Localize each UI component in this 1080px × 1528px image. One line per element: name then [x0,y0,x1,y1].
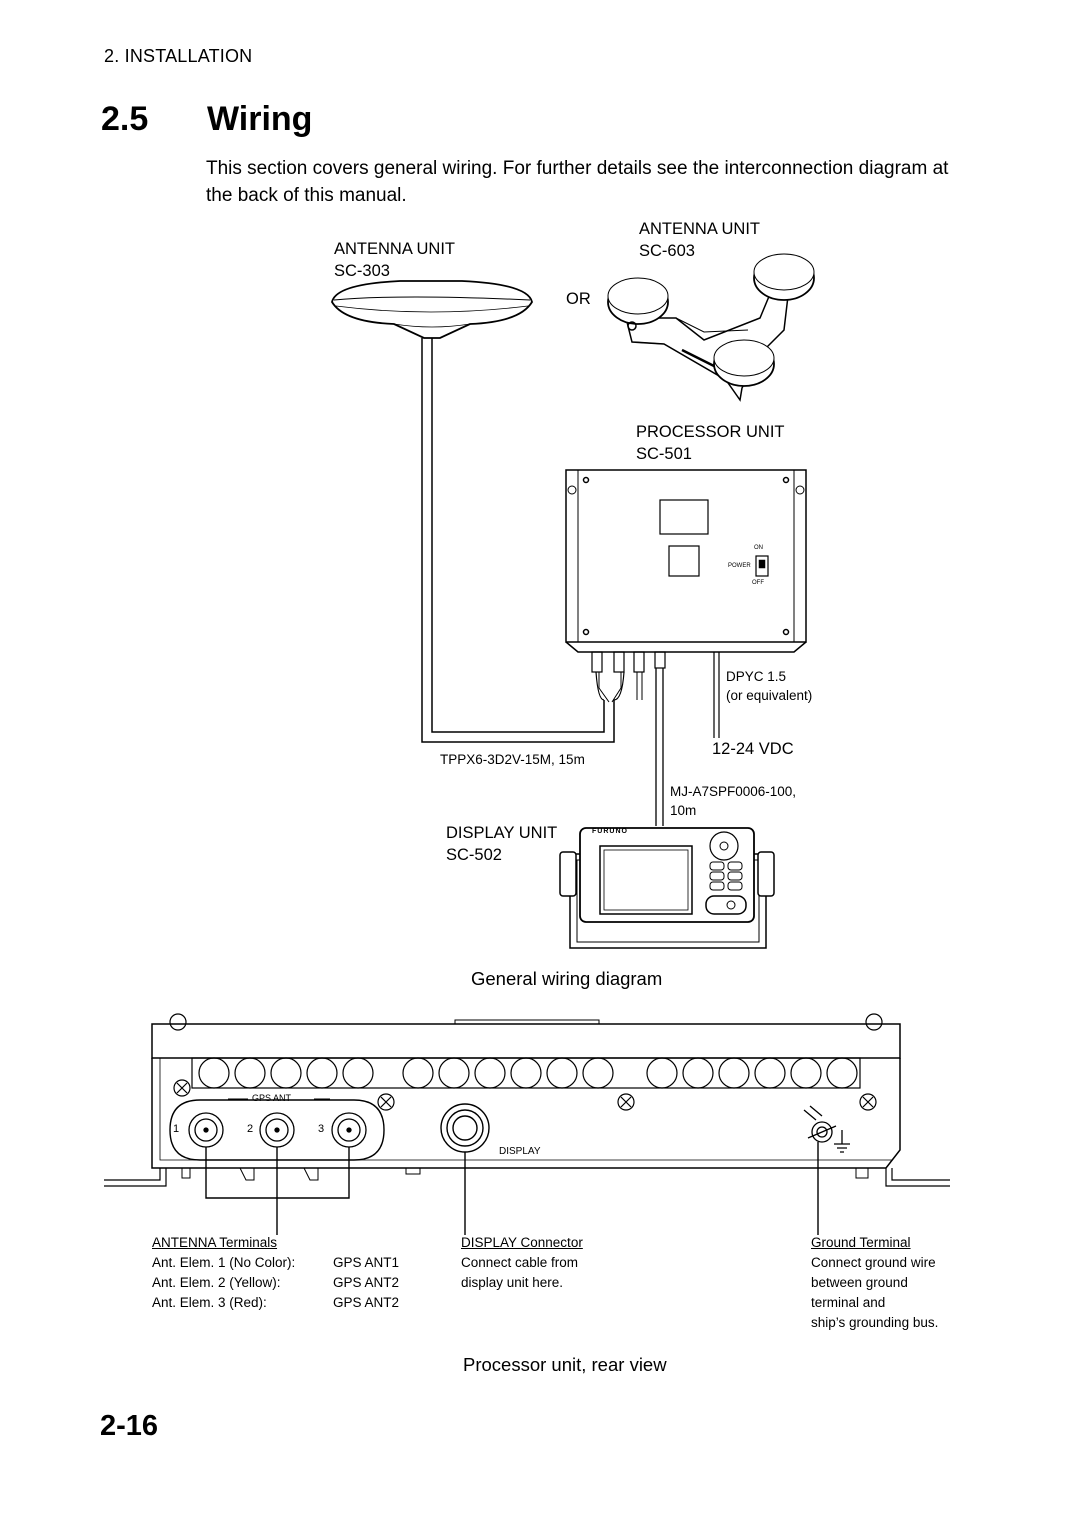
mj-cable-label-line2: 10m [670,803,697,818]
antenna-row-2-element: Ant. Elem. 2 (Yellow): [152,1275,281,1290]
antenna-row-1-port: GPS ANT1 [333,1255,400,1270]
antenna-sc303-illustration [331,280,533,339]
power-off-label: OFF [752,580,764,586]
or-label: OR [566,290,591,308]
section-header: 2. INSTALLATION [104,46,253,66]
wiring-diagram-caption: General wiring diagram [471,968,663,989]
connector-number-2: 2 [247,1123,254,1135]
display-model: SC-502 [446,846,502,864]
heading-title: Wiring [207,100,313,138]
dpyc-label-line2: (or equivalent) [726,688,813,703]
rear-view-caption: Processor unit, rear view [463,1354,667,1375]
section-heading: 2.5 Wiring [101,100,312,139]
ground-terminal-heading: Ground Terminal [811,1235,911,1250]
connector-number-1: 1 [173,1123,180,1135]
antenna-row-3-element: Ant. Elem. 3 (Red): [152,1295,267,1310]
display-name: DISPLAY UNIT [446,824,558,842]
ground-terminal-line-4: ship’s grounding bus. [811,1315,939,1330]
antenna-row-1-element: Ant. Elem. 1 (No Color): [152,1255,296,1270]
antenna-terminals-heading: ANTENNA Terminals [152,1235,278,1250]
heading-number: 2.5 [101,100,149,138]
antenna-603-name: ANTENNA UNIT [639,220,761,238]
processor-sc501-illustration [565,469,807,673]
processor-name: PROCESSOR UNIT [636,423,785,441]
antenna-row-3-port: GPS ANT2 [333,1295,400,1310]
processor-model: SC-501 [636,445,692,463]
display-connector-heading: DISPLAY Connector [461,1235,583,1250]
ground-terminal-line-1: Connect ground wire [811,1255,936,1270]
ground-terminal-line-2: between ground [811,1275,908,1290]
ground-terminal-line-3: terminal and [811,1295,886,1310]
antenna-303-model: SC-303 [334,262,390,280]
connector-number-3: 3 [318,1123,325,1135]
display-connector-line-2: display unit here. [461,1275,564,1290]
vdc-label: 12-24 VDC [712,740,794,758]
intro-paragraph: This section covers general wiring. For … [206,158,949,206]
page-number: 2-16 [100,1410,159,1442]
display-connector-label: DISPLAY [499,1146,541,1157]
processor-rear-view-illustration [104,1013,950,1235]
tppx-cable-label: TPPX6-3D2V-15M, 15m [440,752,585,767]
mj-cable-label-line1: MJ-A7SPF0006-100, [670,784,797,799]
antenna-row-2-port: GPS ANT2 [333,1275,400,1290]
power-label: POWER [728,563,751,569]
antenna-603-model: SC-603 [639,242,695,260]
antenna-sc603-illustration [607,253,815,402]
display-connector-line-1: Connect cable from [461,1255,579,1270]
power-on-label: ON [754,545,763,551]
antenna-303-name: ANTENNA UNIT [334,240,456,258]
dpyc-label-line1: DPYC 1.5 [726,669,787,684]
gps-ant-label: GPS ANT [252,1093,292,1103]
display-brand-logo: FURUNO [592,828,628,835]
display-sc502-illustration [559,827,775,949]
